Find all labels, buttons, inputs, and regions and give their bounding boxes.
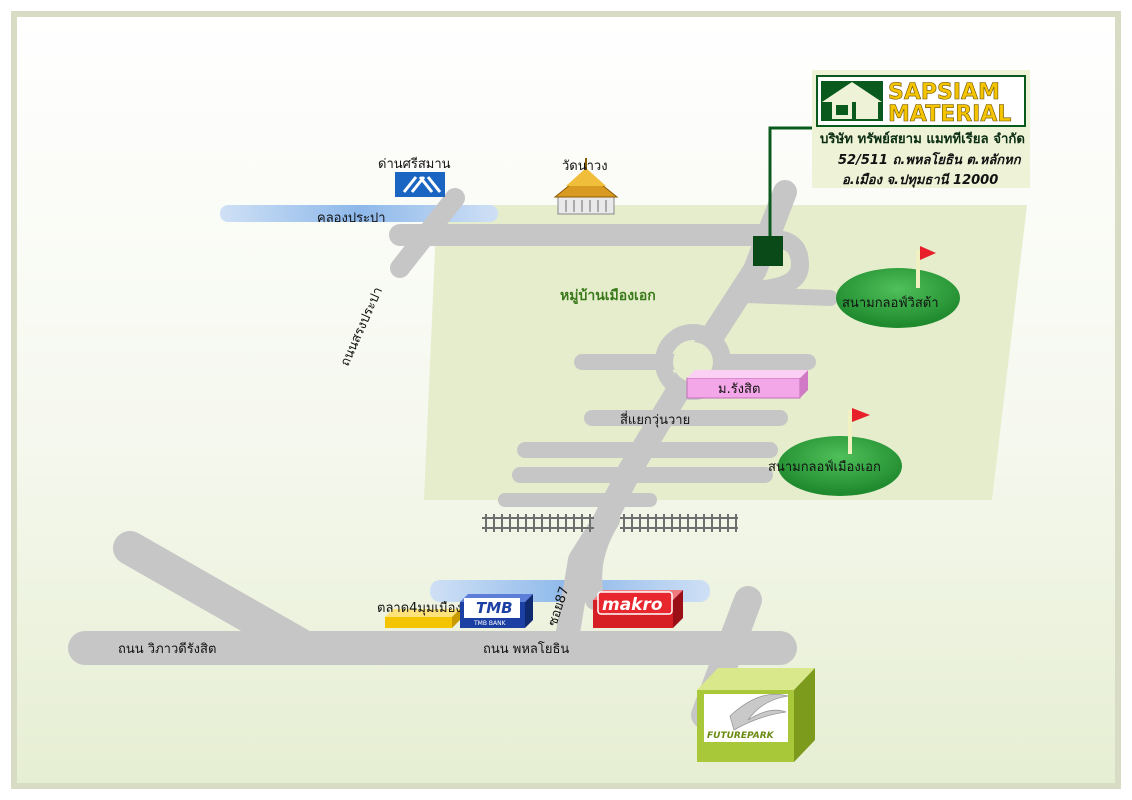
makro-logo-text: makro <box>602 595 663 615</box>
golf-muangake-label: สนามกลอฟ์เมืองเอก <box>768 459 881 475</box>
intersection-label: สี่แยกวุ่นวาย <box>620 411 690 428</box>
company-leader-line <box>768 126 817 242</box>
company-address-line1: 52/511 ถ.พหลโยธิน ต.หลักหก <box>838 151 1022 168</box>
company-address-line2: อ.เมือง จ.ปทุมธานี 12000 <box>842 172 998 188</box>
golf-course-muangake <box>778 436 902 496</box>
makro-block <box>593 590 683 628</box>
railway <box>482 514 738 532</box>
market-label: ตลาด4มุมเมือง <box>377 600 462 616</box>
future-park-swoosh-icon <box>729 693 789 731</box>
golf-course-vista <box>836 268 960 328</box>
market-block <box>385 609 460 628</box>
temple-icon <box>553 158 619 215</box>
company-logo-box: SAPSIAM MATERIAL บริษัท ทรัพย์สยาม แมทที… <box>812 70 1030 188</box>
company-name-line2: MATERIAL <box>888 102 1011 127</box>
future-park-label: FUTUREPARK <box>707 731 775 741</box>
vibhavadi-road-label: ถนน วิภาวดีรังสิต <box>118 641 216 657</box>
temple-label: วัดนาวง <box>562 159 608 174</box>
golf-flag-2 <box>852 408 870 422</box>
expressway-sign-icon <box>395 172 445 197</box>
canal-label: คลองประปา <box>317 211 386 226</box>
tmb-subtitle: TMB BANK <box>473 620 507 627</box>
sapsiam-logo-icon <box>821 81 883 121</box>
future-park-block <box>697 668 815 762</box>
phahon-road-label: ถนน พหลโยธิน <box>483 641 569 657</box>
university-label: ม.รังสิต <box>718 382 760 397</box>
village-label: หมู่บ้านเมืองเอก <box>560 288 656 304</box>
tmb-logo-text: TMB <box>476 599 513 617</box>
toll-booth-label: ด่านศรีสมาน <box>378 156 451 172</box>
golf-vista-label: สนามกลอฟ์วิสต้า <box>842 295 939 311</box>
company-thai-name: บริษัท ทรัพย์สยาม แมททีเรียล จำกัด <box>820 131 1025 147</box>
company-name-line1: SAPSIAM <box>888 80 1000 105</box>
company-marker <box>753 236 783 266</box>
golf-flag-1 <box>920 246 936 260</box>
tmb-block <box>460 594 533 628</box>
